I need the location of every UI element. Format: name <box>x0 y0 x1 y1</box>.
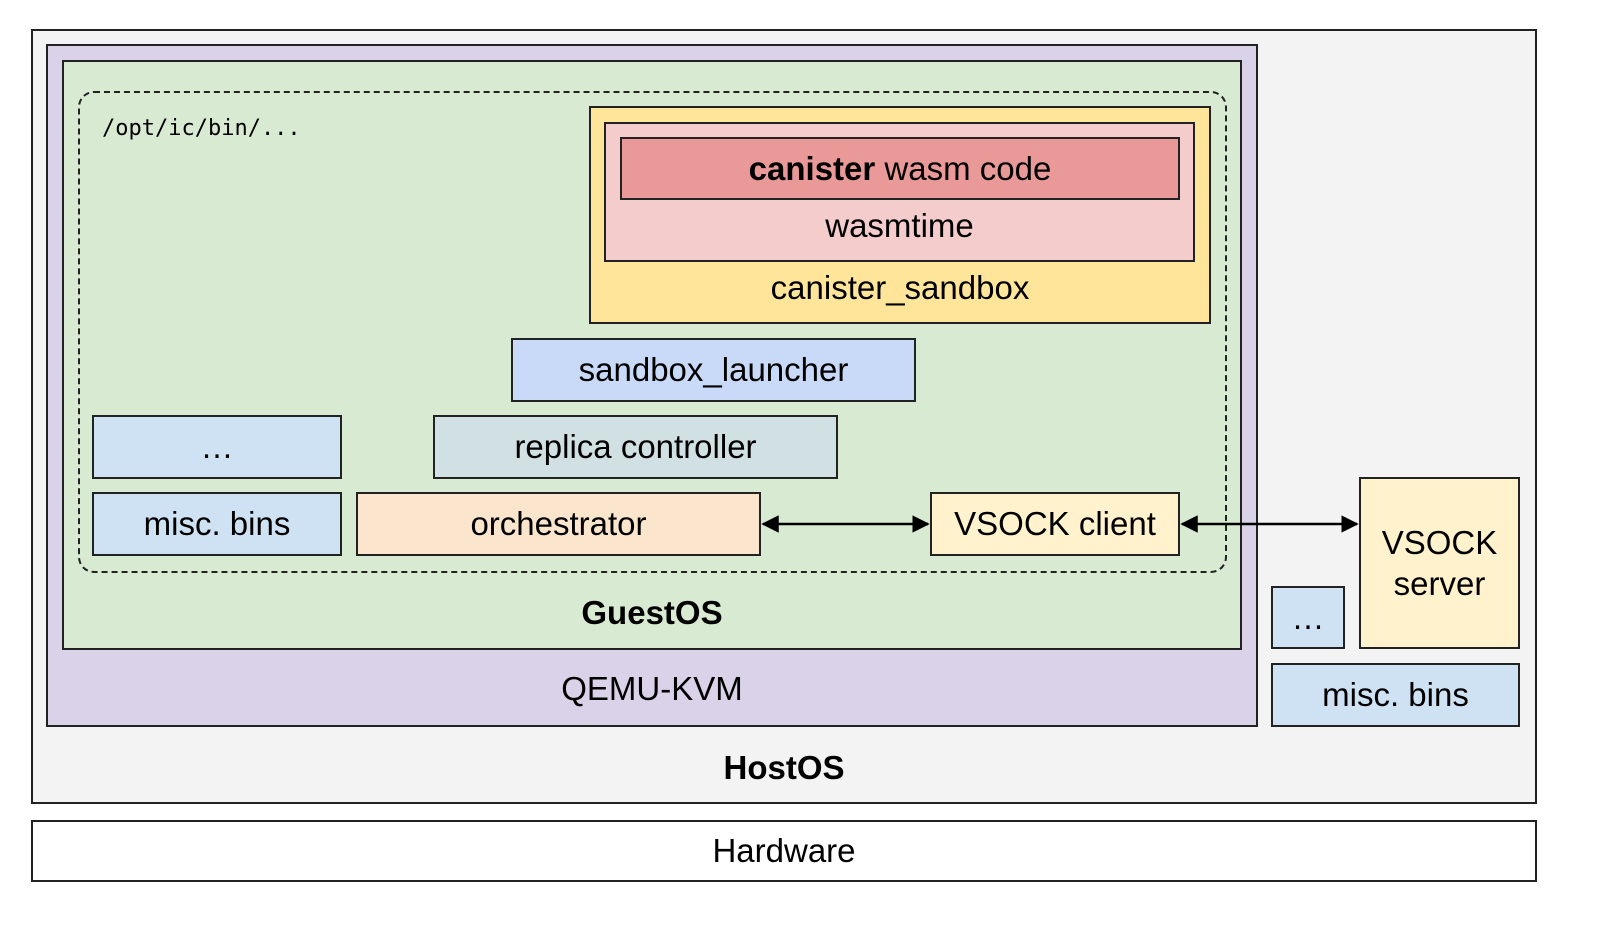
guest-misc-bins-box: misc. bins <box>92 492 342 556</box>
opt-ic-bin-region <box>78 91 1227 573</box>
canister-wasm-code-label: canister wasm code <box>622 139 1178 198</box>
orchestrator-label: orchestrator <box>470 505 647 542</box>
orchestrator-box: orchestrator <box>356 492 761 556</box>
vsock-server-line2: server <box>1393 565 1486 602</box>
guest-ellipsis-label: … <box>200 428 234 465</box>
hardware-label: Hardware <box>712 832 856 869</box>
wasm-code-text: wasm code <box>875 149 1052 187</box>
sandbox-launcher-label: sandbox_launcher <box>578 351 849 388</box>
guestos-label: GuestOS <box>581 594 723 631</box>
canister-wasm-code-box: canister wasm code <box>620 137 1180 200</box>
replica-controller-box: replica controller <box>433 415 838 479</box>
vsock-server-box: VSOCK server <box>1359 477 1520 649</box>
qemu-kvm-label: QEMU-KVM <box>561 670 743 707</box>
vsock-server-line1: VSOCK <box>1381 524 1498 561</box>
sandbox-launcher-box: sandbox_launcher <box>511 338 916 402</box>
vsock-client-label: VSOCK client <box>954 505 1156 542</box>
vsock-client-box: VSOCK client <box>930 492 1180 556</box>
guest-misc-bins-label: misc. bins <box>143 505 291 542</box>
canister-sandbox-label: canister_sandbox <box>770 269 1030 306</box>
guest-ellipsis-box: … <box>92 415 342 479</box>
hardware-box: Hardware <box>31 820 1537 882</box>
host-misc-bins-label: misc. bins <box>1322 676 1469 713</box>
opt-ic-bin-path-label: /opt/ic/bin/... <box>102 116 301 141</box>
host-misc-bins-box: misc. bins <box>1271 663 1520 727</box>
hostos-label: HostOS <box>723 749 845 786</box>
wasmtime-label: wasmtime <box>825 207 974 244</box>
host-ellipsis-label: … <box>1291 598 1325 636</box>
canister-word: canister <box>748 149 876 187</box>
vsock-server-label: VSOCK server <box>1361 479 1518 647</box>
host-ellipsis-box: … <box>1271 586 1345 649</box>
replica-controller-label: replica controller <box>514 428 757 465</box>
